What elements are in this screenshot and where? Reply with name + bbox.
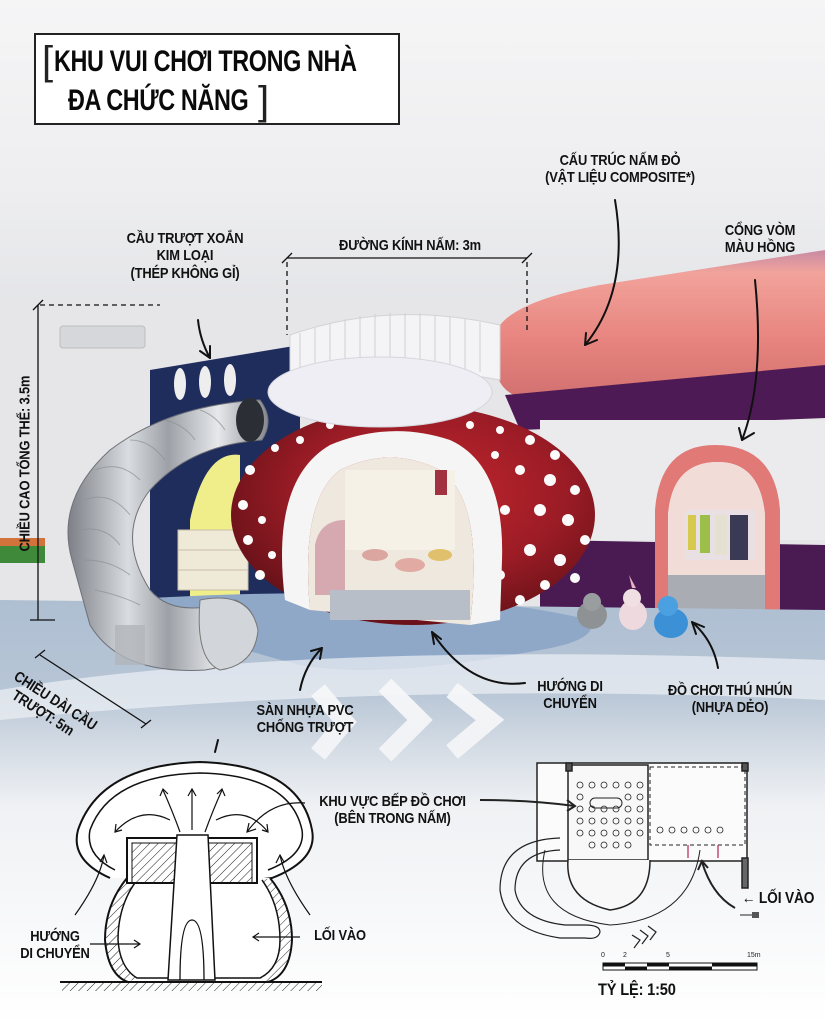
scale-bar [602,962,758,971]
label-bouncy-toys: ĐỒ CHƠI THÚ NHÚN (NHỰA DẺO) [667,682,793,717]
title-line-2: ĐA CHỨC NĂNG [68,84,249,117]
mushroom-entrance [282,431,503,625]
label-total-height: CHIỀU CAO TỔNG THỂ: 3.5m [16,375,34,552]
spiral-slide [67,398,269,671]
label-mushroom-diameter: ĐƯỜNG KÍNH NẤM: 3m [339,237,481,254]
title-box: [ KHU VUI CHƠI TRONG NHÀ ĐA CHỨC NĂNG ] [34,33,400,125]
dimension-lines [30,252,533,729]
title-bracket-open: [ [42,39,54,83]
ceiling-ac-unit [59,325,146,349]
label-plan-entrance: ← LỐI VÀO [741,890,815,907]
label-pvc-floor: SÀN NHỰA PVC CHỐNG TRƯỢT [256,702,354,737]
label-section-movement: HƯỚNG DI CHUYỂN [20,928,90,963]
label-movement-direction: HƯỚNG DI CHUYỂN [537,678,603,713]
scale-tick-0: 0 [601,952,605,959]
bouncy-toys [577,575,688,638]
label-mushroom-structure: CẤU TRÚC NẤM ĐỎ (VẬT LIỆU COMPOSITE*) [545,152,695,187]
label-spiral-slide: CẦU TRƯỢT XOẮN KIM LOẠI (THÉP KHÔNG GỈ) [126,230,244,282]
scale-tick-15m: 15m [747,952,761,959]
title-line-1: KHU VUI CHƠI TRONG NHÀ [54,45,357,78]
label-section-entrance: LỐI VÀO [314,927,366,944]
label-scale: TỶ LỆ: 1:50 [598,980,676,999]
label-pink-arch: CỔNG VÒM MÀU HỒNG [724,222,796,257]
scale-tick-5: 5 [666,952,670,959]
floor-plan [479,762,759,949]
callout-arrows [197,199,760,753]
section-diagram [60,760,322,991]
title-bracket-close: ] [258,79,270,123]
white-cap [267,356,493,428]
scale-tick-2: 2 [623,952,627,959]
label-kitchen-area: KHU VỰC BẾP ĐỒ CHƠI (BÊN TRONG NẤM) [319,793,466,828]
